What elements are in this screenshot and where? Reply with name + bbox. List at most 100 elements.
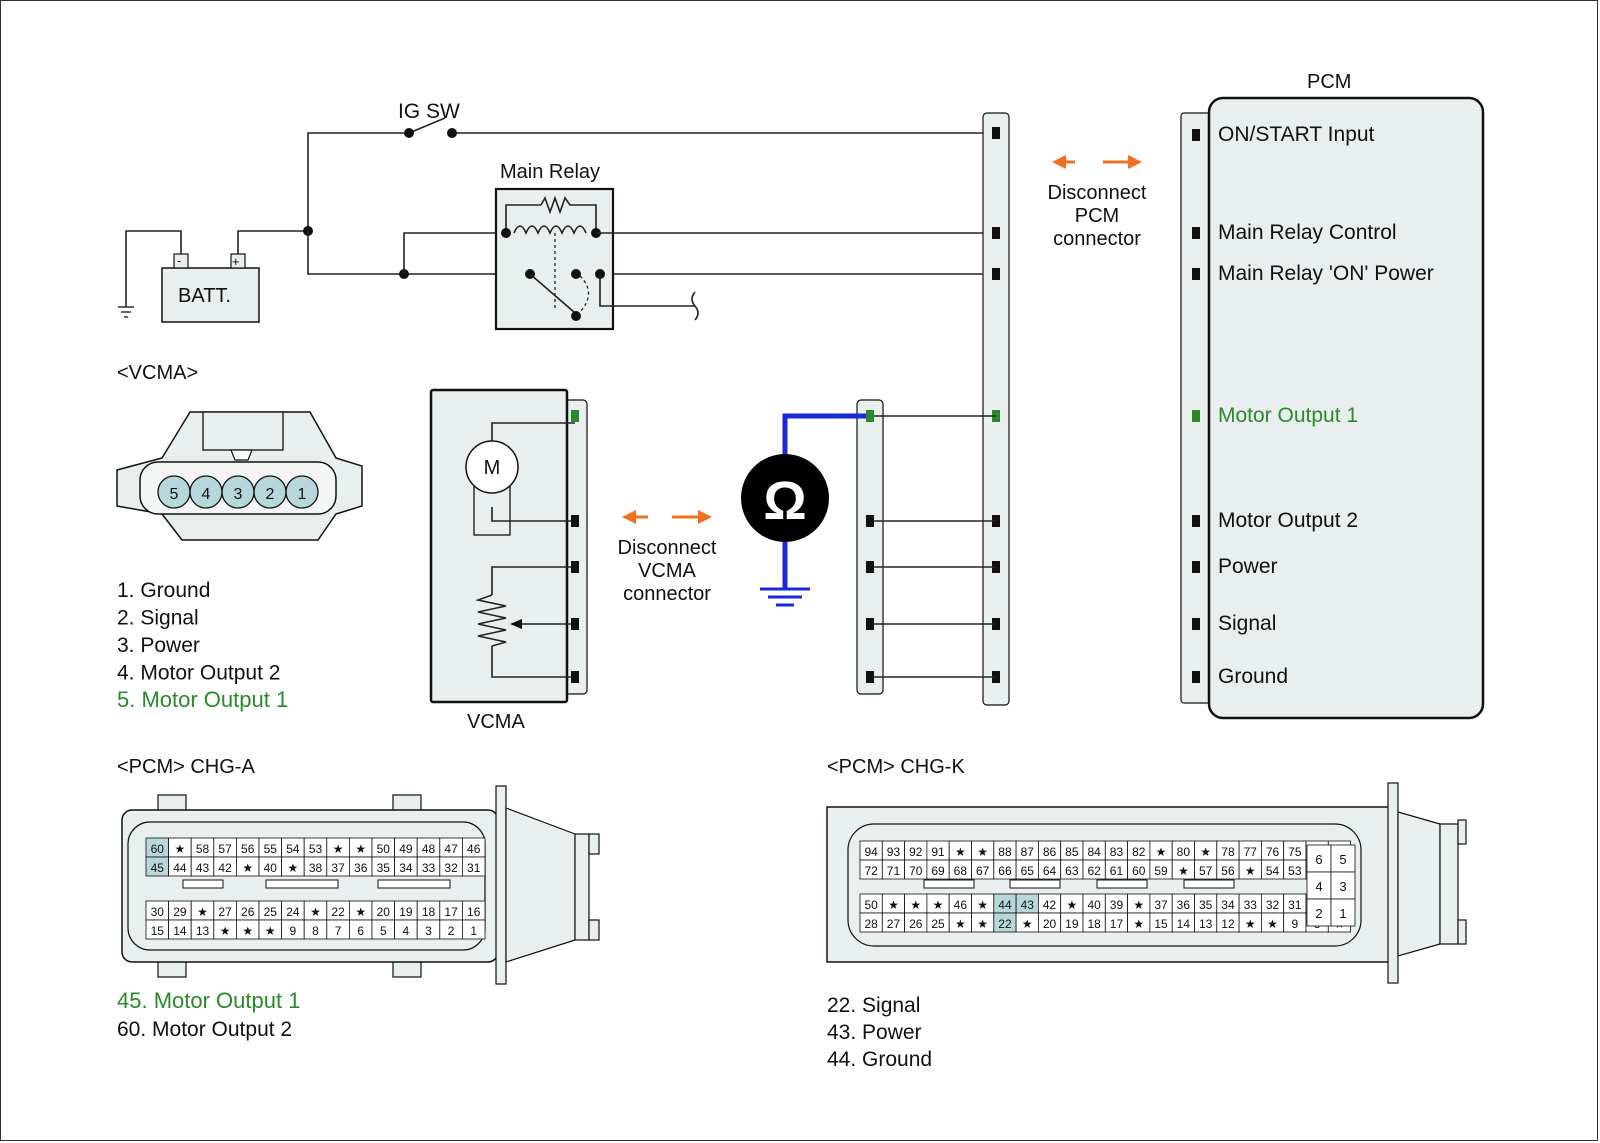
vcma-connector-pin-number: 2 — [266, 486, 275, 503]
pin-number: 92 — [909, 845, 923, 859]
pin-number: 77 — [1244, 845, 1258, 859]
pin-number: 54 — [1266, 864, 1280, 878]
pin-number: 18 — [422, 905, 436, 919]
chg-k-pin-list: 22. Signal 43. Power 44. Ground — [827, 994, 932, 1071]
pin-number: 37 — [1154, 898, 1168, 912]
pin-number: 7 — [335, 924, 342, 938]
pin-number: 75 — [1288, 845, 1302, 859]
disconnect-vcma-callout: Disconnect VCMA connector — [618, 510, 717, 605]
pin-list-item: 4. Motor Output 2 — [117, 662, 280, 685]
pin-number: 27 — [887, 917, 901, 931]
pin-number: 1 — [1339, 906, 1346, 921]
pin-number: 14 — [1177, 917, 1191, 931]
pin-number: ★ — [910, 898, 921, 912]
power-circuit: IG SW - + BATT. Main Relay — [118, 100, 993, 331]
pin-number: ★ — [1156, 845, 1167, 859]
pin-number: 16 — [467, 905, 481, 919]
chg-a-pin-list: 45. Motor Output 160. Motor Output 2 — [117, 988, 300, 1041]
pcm-pin-marker — [1192, 671, 1200, 683]
pin-number: 68 — [954, 864, 968, 878]
pin-number: 61 — [1110, 864, 1124, 878]
pin-number: 72 — [864, 864, 878, 878]
pin-number: 6 — [1315, 852, 1322, 867]
vcma-module: M VCMA — [429, 388, 588, 733]
pin-number: 22 — [331, 905, 345, 919]
pin-number: 19 — [1065, 917, 1079, 931]
pin-number: ★ — [1178, 864, 1189, 878]
pcm-pin-label: Motor Output 1 — [1218, 404, 1358, 427]
pin-cell — [461, 919, 486, 940]
pin-list-item: 22. Signal — [827, 994, 920, 1017]
pin-number: ★ — [1133, 917, 1144, 931]
vcma-connector-pin-number: 5 — [170, 486, 179, 503]
pin-number: 50 — [864, 898, 878, 912]
pin-list-item: 43. Power — [827, 1021, 922, 1044]
pin-number: 18 — [1087, 917, 1101, 931]
pin-number: 66 — [998, 864, 1012, 878]
pin-number: 19 — [399, 905, 413, 919]
pin-number: ★ — [955, 917, 966, 931]
ohmmeter: Ω — [741, 413, 866, 607]
pin-number: 40 — [264, 861, 278, 875]
pin-number: 39 — [1110, 898, 1124, 912]
pin-list-item: 44. Ground — [827, 1048, 932, 1071]
pin-number: 34 — [399, 861, 413, 875]
pin-number: 45 — [151, 861, 165, 875]
pin-list-item: 3. Power — [117, 634, 200, 657]
pin-number: 86 — [1043, 845, 1057, 859]
pin-number: 84 — [1087, 845, 1101, 859]
pin-number: 55 — [264, 842, 278, 856]
pin-number: 53 — [1288, 864, 1302, 878]
pin-number: 44 — [173, 861, 187, 875]
battery-minus: - — [177, 253, 181, 268]
pin-number: 34 — [1221, 898, 1235, 912]
ig-sw-label: IG SW — [398, 100, 460, 123]
pin-number: 13 — [1199, 917, 1213, 931]
pcm-pin-marker — [1192, 129, 1200, 141]
vcma-harness-connector — [856, 399, 884, 695]
pin-number: 60 — [151, 842, 165, 856]
pin-number: 46 — [954, 898, 968, 912]
pin-number: ★ — [1245, 917, 1256, 931]
battery-plus: + — [232, 254, 240, 269]
pin-number: 9 — [290, 924, 297, 938]
motor-icon — [465, 440, 519, 494]
pin-number: ★ — [175, 842, 186, 856]
pin-number: 2 — [448, 924, 455, 938]
battery-ground-icon — [118, 306, 134, 318]
pin-number: 56 — [1221, 864, 1235, 878]
pin-number: 59 — [1154, 864, 1168, 878]
pin-number: 60 — [1132, 864, 1146, 878]
pin-number: 36 — [354, 861, 368, 875]
disconnect-pcm-callout: Disconnect PCM connector — [1048, 155, 1147, 250]
disconnect-pcm-line2: PCM — [1075, 205, 1119, 227]
pin-number: ★ — [220, 924, 231, 938]
pin-number: 64 — [1043, 864, 1057, 878]
pin-number: 17 — [444, 905, 458, 919]
pin-number: 65 — [1021, 864, 1035, 878]
pin-number: 17 — [1110, 917, 1124, 931]
pin-list-item: 2. Signal — [117, 607, 199, 630]
vcma-heading: <VCMA> — [117, 362, 198, 384]
pin-number: ★ — [1022, 917, 1033, 931]
pin-number: 49 — [399, 842, 413, 856]
pin-number: 26 — [241, 905, 255, 919]
pin-number: 76 — [1266, 845, 1280, 859]
pin-number: 38 — [309, 861, 323, 875]
pcm-pin-label: Ground — [1218, 665, 1288, 688]
pin-number: 48 — [422, 842, 436, 856]
pin-number: 67 — [976, 864, 990, 878]
pin-number: ★ — [355, 905, 366, 919]
pin-cell — [1330, 898, 1356, 927]
pin-number: 32 — [444, 861, 458, 875]
pin-number: 25 — [264, 905, 278, 919]
pin-number: 9 — [1292, 917, 1299, 931]
pin-number: 87 — [1021, 845, 1035, 859]
pin-number: 50 — [377, 842, 391, 856]
pin-number: 58 — [196, 842, 210, 856]
pin-number: 80 — [1177, 845, 1191, 859]
pcm-pin-marker — [1192, 268, 1200, 280]
pin-number: 42 — [1043, 898, 1057, 912]
